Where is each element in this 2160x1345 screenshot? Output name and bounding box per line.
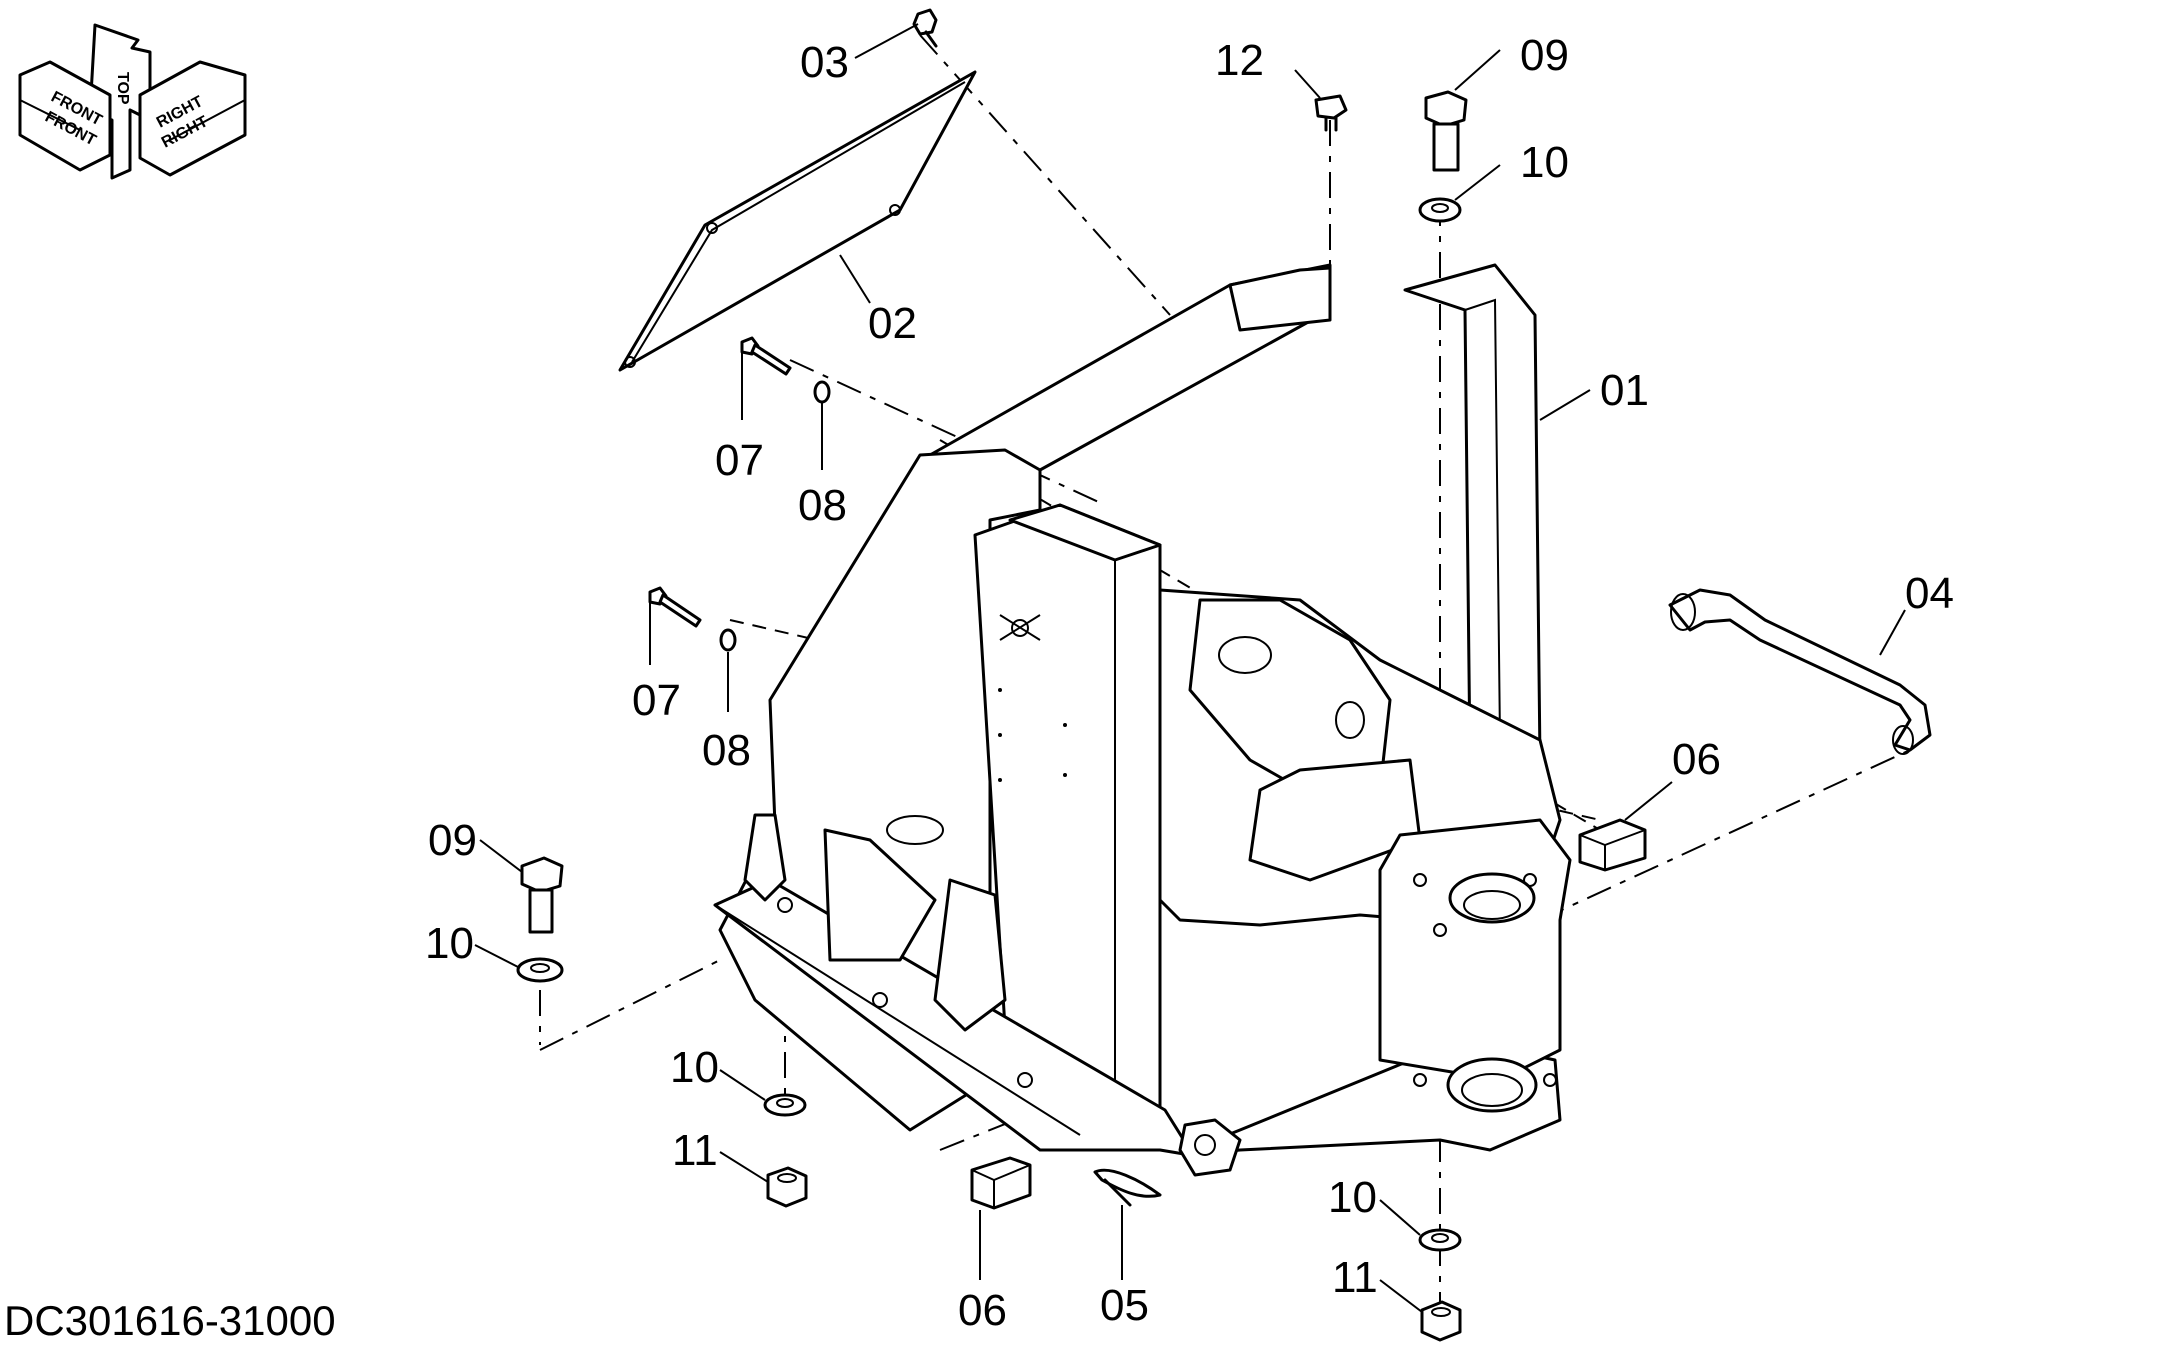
part-09-bolt-lower[interactable] xyxy=(520,856,564,934)
callout-10-bottom-right[interactable]: 10 xyxy=(1328,1173,1377,1222)
part-05-pin[interactable] xyxy=(1093,1168,1162,1207)
part-02-cover-plate[interactable] xyxy=(618,70,977,372)
callout-02[interactable]: 02 xyxy=(868,299,917,348)
callout-10-top[interactable]: 10 xyxy=(1520,138,1569,187)
compass-top: TOP xyxy=(114,72,131,105)
callout-06-right[interactable]: 06 xyxy=(1672,735,1721,784)
callout-07-upper[interactable]: 07 xyxy=(715,436,764,485)
callout-09-top[interactable]: 09 xyxy=(1520,31,1569,80)
leader-lines xyxy=(474,23,1906,1313)
callout-labels: 03 02 12 09 10 01 07 08 07 08 04 06 09 1… xyxy=(425,31,1954,1335)
callout-03[interactable]: 03 xyxy=(800,38,849,87)
part-10-washer-left[interactable] xyxy=(516,957,564,983)
part-09-bolt-top[interactable] xyxy=(1424,90,1468,172)
orientation-compass: FRONT FRONT TOP RIGHT RIGHT xyxy=(18,23,247,180)
part-06-block-bottom[interactable] xyxy=(970,1156,1032,1210)
part-11-nut-right[interactable] xyxy=(1420,1300,1462,1342)
part-10-washer-bottom-left[interactable] xyxy=(763,1093,807,1117)
callout-05[interactable]: 05 xyxy=(1100,1281,1149,1330)
callout-11-left[interactable]: 11 xyxy=(672,1126,718,1175)
part-04-handle[interactable] xyxy=(1668,588,1932,755)
part-07-bolt-lower[interactable] xyxy=(648,586,702,628)
part-11-nut-left[interactable] xyxy=(766,1166,808,1208)
part-01-main-frame[interactable] xyxy=(713,263,1572,1177)
callout-09-lower[interactable]: 09 xyxy=(428,816,477,865)
part-07-bolt-upper[interactable] xyxy=(740,336,792,376)
callout-10-bottom-left[interactable]: 10 xyxy=(670,1043,719,1092)
part-12-bolt[interactable] xyxy=(1314,94,1348,132)
callout-10-left[interactable]: 10 xyxy=(425,919,474,968)
drawing-code: DC301616-31000 xyxy=(4,1297,336,1344)
callout-11-right[interactable]: 11 xyxy=(1332,1253,1378,1302)
callout-06-bottom[interactable]: 06 xyxy=(958,1286,1007,1335)
callout-01[interactable]: 01 xyxy=(1600,366,1649,415)
part-03-bolt[interactable] xyxy=(912,8,938,48)
callout-08-upper[interactable]: 08 xyxy=(798,481,847,530)
callout-04[interactable]: 04 xyxy=(1905,569,1954,618)
part-08-washer-lower[interactable] xyxy=(719,628,737,652)
part-10-washer-top[interactable] xyxy=(1418,197,1462,223)
callout-08-lower[interactable]: 08 xyxy=(702,726,751,775)
part-08-washer-upper[interactable] xyxy=(813,380,831,404)
part-06-block-right[interactable] xyxy=(1578,818,1647,872)
callout-12[interactable]: 12 xyxy=(1215,36,1264,85)
part-10-washer-bottom-right[interactable] xyxy=(1418,1228,1462,1252)
callout-07-lower[interactable]: 07 xyxy=(632,676,681,725)
